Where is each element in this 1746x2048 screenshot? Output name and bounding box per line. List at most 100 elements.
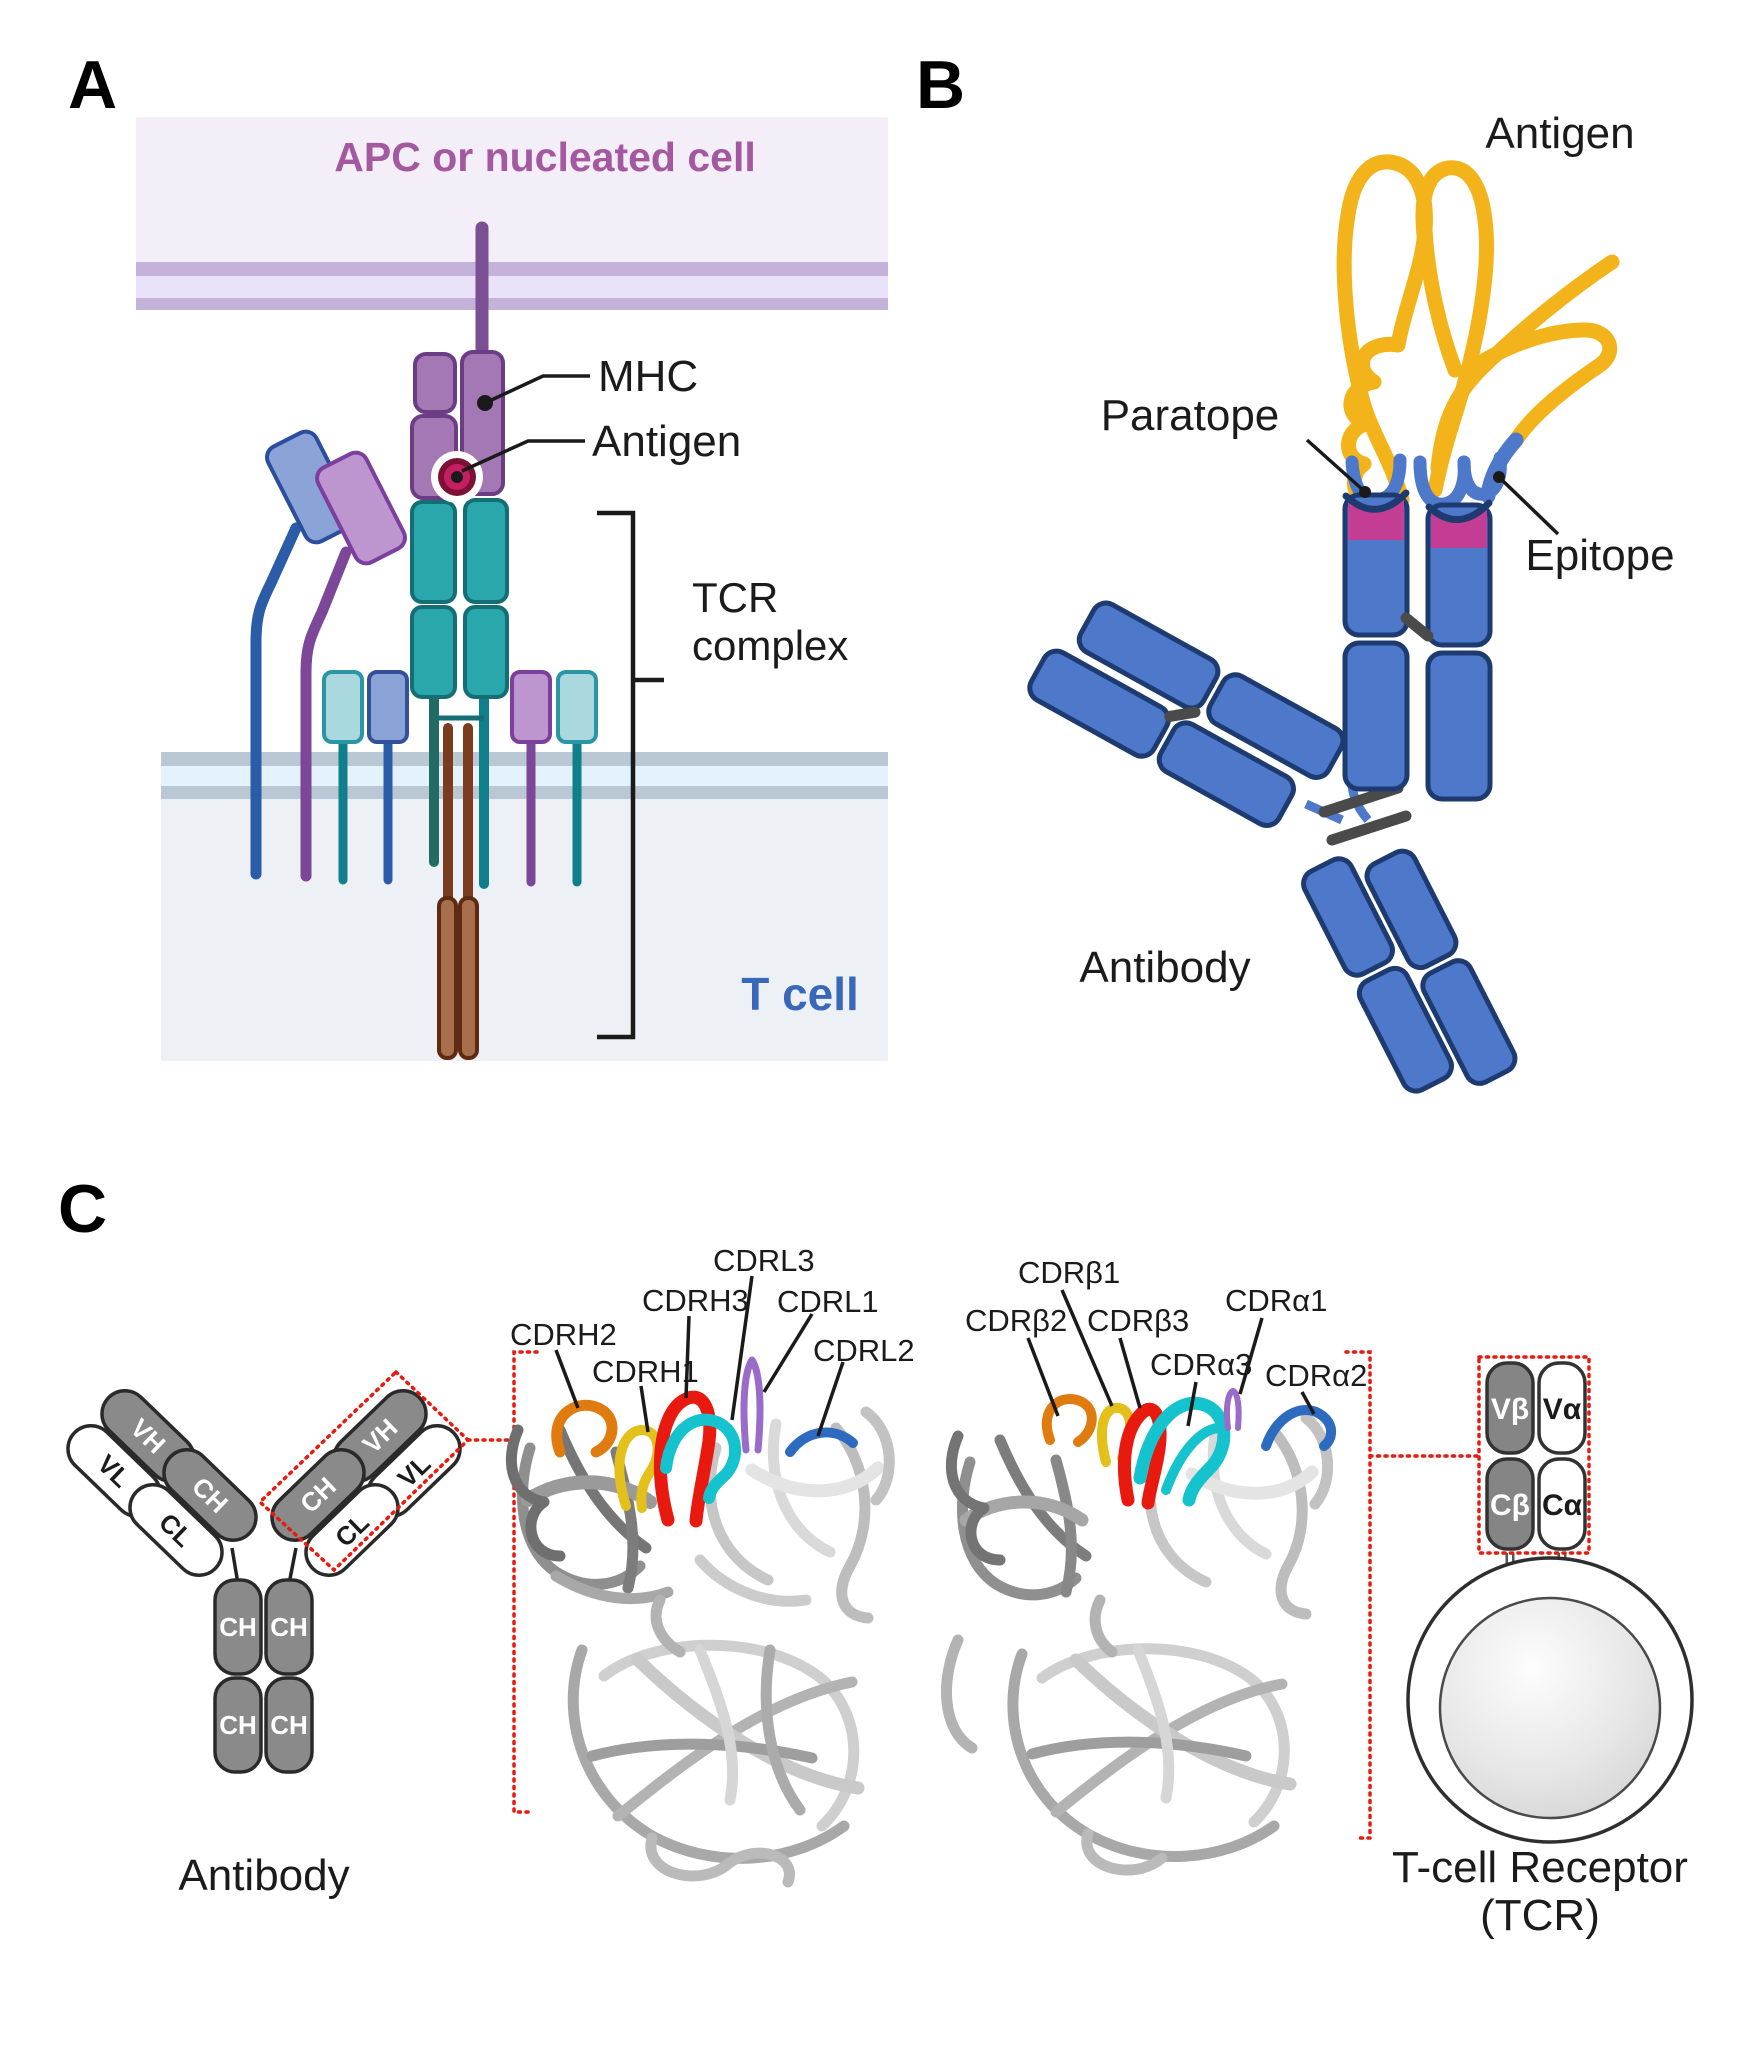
cdrl3-leader: [730, 1275, 754, 1421]
disulfide-bonds: [1318, 782, 1412, 846]
disulfide-bond: [1400, 612, 1434, 642]
tcr-complex-bracket: [597, 510, 664, 1040]
tcr-cdr-loops: [1041, 1388, 1336, 1510]
cdrl3-label: CDRL3: [713, 1243, 815, 1278]
cdrh2-loop: [551, 1399, 618, 1458]
cd3-subunit-light-teal: [322, 670, 364, 744]
constant-domain-ribbon: [941, 1594, 1297, 1876]
domain-label: Vβ: [1491, 1393, 1529, 1426]
cdrl3-loop: [660, 1413, 742, 1504]
paratope-label: Paratope: [1101, 391, 1280, 440]
epitope-on-antigen: [1480, 432, 1524, 504]
coreceptor-purple-stalk: [300, 546, 352, 882]
tcr-calpha-domain: [1537, 1457, 1587, 1551]
antibody-ch-domain: [213, 1578, 263, 1676]
tcr-v-beta-domain: [463, 498, 509, 604]
cdr-beta1-label: CDRβ1: [1018, 1255, 1120, 1290]
domain-label: CH: [270, 1612, 308, 1642]
tcr-ribbon-bracket: [1344, 1350, 1372, 1840]
antibody-domain: [1206, 672, 1346, 780]
antigen-strand: [1417, 222, 1463, 378]
cdr-alpha3-label: CDRα3: [1150, 1347, 1252, 1382]
t-cell-membrane-inner-leaflet: [161, 786, 888, 799]
antigen-label: Antigen: [592, 417, 741, 466]
epitope-leader-dot: [1493, 471, 1505, 483]
cdr-alpha1-label: CDRα1: [1225, 1283, 1327, 1318]
antibody-schematic: VH VL CH CL VH VL: [66, 1350, 539, 1900]
zeta-chains: [437, 723, 479, 1060]
schematic-connector: [230, 1547, 298, 1585]
cdr-alpha3-leader: [1186, 1381, 1198, 1427]
cdrl2-leader: [816, 1361, 845, 1437]
domain-label: Vα: [1543, 1393, 1582, 1426]
antibody-cl-domain: CL: [304, 1483, 400, 1577]
cdr-alpha2-leader: [1300, 1391, 1316, 1415]
coreceptor-molecules: [250, 429, 407, 882]
cdr-alpha3-loop: [1133, 1396, 1231, 1507]
cdr-beta3-leader: [1118, 1337, 1142, 1409]
ribbon-structure-antibody: CDRH2 CDRH1 CDRH3 CDRL3 CDRL1 CDRL2: [505, 1243, 915, 1888]
paratope-leader-line: [1305, 438, 1365, 492]
cdr-beta1-leader: [1060, 1289, 1114, 1407]
panel-c-letter: C: [58, 1171, 107, 1247]
apc-membrane-core: [136, 276, 888, 298]
cd3-subunit-blue: [367, 670, 409, 744]
apc-cell-label: APC or nucleated cell: [334, 134, 756, 180]
antigen-leader-dot: [451, 471, 463, 483]
panel-c: C VH VL CH CL VH: [58, 1171, 1694, 1940]
antibody-molecule: [1027, 489, 1518, 1094]
t-cell-region: T cell: [161, 752, 888, 1061]
paratope-leader-dot: [1359, 486, 1371, 498]
cdr-alpha2-label: CDRα2: [1265, 1358, 1367, 1393]
antibody-domain: [1425, 650, 1493, 802]
mhc-leader-dot: [477, 395, 493, 411]
antibody-cl-domain: CL: [128, 1483, 224, 1577]
t-cell-membrane-core: [161, 766, 888, 786]
tcr-complex-label-line2: complex: [692, 622, 848, 669]
antigen-b-label: Antigen: [1485, 109, 1634, 158]
tcr-valpha-domain: [1537, 1361, 1587, 1455]
panel-a-annotations: MHC Antigen TCR complex: [461, 352, 848, 1040]
paratope-edge: [1342, 489, 1410, 513]
cdrh1-leader: [639, 1385, 650, 1433]
vl-domain-ribbon: [694, 1406, 895, 1624]
antigen-leader-line: [461, 439, 585, 473]
t-cell-cytoplasm: [161, 799, 888, 1061]
tcr-highlight-outline: [1477, 1355, 1591, 1555]
antibody-cdr-annotations: CDRH2 CDRH1 CDRH3 CDRL3 CDRL1 CDRL2: [510, 1243, 915, 1437]
tcr-c-alpha-domain: [410, 605, 457, 699]
mhc-label: MHC: [598, 352, 698, 401]
antibody-fc-stem: [1301, 848, 1518, 1094]
tcr-cdr-annotations: CDRβ1 CDRβ2 CDRβ3 CDRα3 CDRα1 CDRα2: [965, 1255, 1367, 1427]
tcr-v-alpha-domain: [410, 500, 457, 604]
t-cell-nucleus: [1438, 1596, 1662, 1820]
domain-label: CH: [219, 1612, 257, 1642]
antibody-domain: [1027, 648, 1171, 759]
panel-b-letter: B: [916, 47, 965, 123]
mhc-molecule: [410, 221, 505, 503]
cdrh2-leader: [554, 1349, 580, 1409]
cd3-subunit-purple: [510, 670, 552, 744]
cdrh3-loop: [653, 1390, 717, 1528]
v-alpha-domain-ribbon: [1144, 1412, 1334, 1620]
fab-ribbon-bracket: [512, 1350, 539, 1814]
antibody-domain: [1342, 640, 1410, 792]
cdrh1-label: CDRH1: [592, 1354, 699, 1389]
antibody-left-arm: [1027, 600, 1346, 828]
apc-membrane-inner-leaflet: [136, 298, 888, 310]
coreceptor-purple-head: [315, 450, 407, 566]
antibody-domain: [1156, 720, 1296, 828]
antibody-ch-domain: [264, 1578, 314, 1676]
tcr-caption-line2: (TCR): [1480, 1891, 1600, 1940]
antibody-domain: [1076, 600, 1221, 711]
t-cell-membrane-outer-leaflet: [161, 752, 888, 766]
mhc-leader-line: [484, 374, 590, 405]
fab-highlight-outline: [257, 1369, 471, 1573]
cdr-alpha1-leader: [1238, 1317, 1264, 1395]
antibody-binding-arm: [1342, 489, 1493, 802]
antibody-ch-domain: [213, 1676, 263, 1774]
cdr-alpha2-loop: [1261, 1405, 1336, 1451]
tcr-cbeta-domain: [1485, 1457, 1535, 1551]
zeta-chain-itam: [437, 896, 458, 1060]
